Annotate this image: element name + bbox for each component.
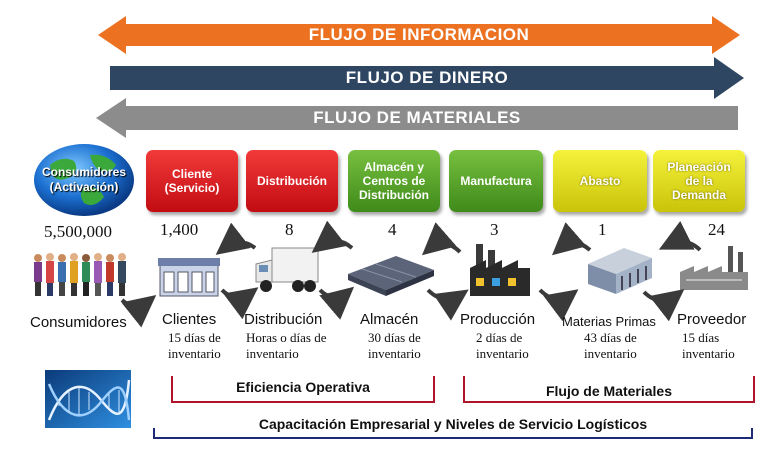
count-almacen: 4 [388, 220, 397, 239]
box-abasto-label: Abasto [579, 174, 621, 188]
box-planeacion: Planeación de la Demanda [653, 150, 745, 212]
supplier-plant-icon [680, 246, 748, 290]
consumers-people-icon [34, 253, 126, 296]
count-distribucion: 8 [285, 220, 294, 239]
training-label: Capacitación Empresarial y Niveles de Se… [258, 416, 648, 432]
count-clientes: 1,400 [160, 220, 199, 239]
detail-distribucion: Horas o días de inventario [246, 330, 327, 361]
factory-icon [470, 244, 530, 296]
detail-almacen: 30 días de inventario [368, 330, 421, 361]
materials-flow-label: FLUJO DE MATERIALES [313, 108, 521, 127]
money-flow-label: FLUJO DE DINERO [345, 68, 509, 87]
detail-proveedor: 15 días inventario [682, 330, 735, 361]
globe-label: Consumidores (Activación) [41, 165, 126, 194]
count-proveedor: 24 [708, 220, 725, 239]
box-planeacion-label: Planeación de la Demanda [667, 160, 731, 202]
money-flow-arrow: FLUJO DE DINERO [110, 57, 744, 99]
stage-consumidores: Consumidores [30, 314, 127, 331]
efficiency-label: Eficiencia Operativa [236, 379, 370, 395]
count-materias: 1 [598, 220, 607, 239]
stage-distribucion: Distribución [244, 311, 323, 328]
box-distribucion-label: Distribución [256, 174, 327, 188]
detail-materias: 43 días de inventario [584, 330, 637, 361]
store-icon [158, 258, 220, 297]
detail-produccion: 2 días de inventario [476, 330, 529, 361]
box-cliente: Cliente (Servicio) [146, 150, 238, 212]
warehouse-icon [348, 256, 434, 296]
box-abasto: Abasto [553, 150, 647, 212]
information-flow-label: FLUJO DE INFORMACION [308, 25, 530, 44]
stage-almacen: Almacén [360, 311, 419, 328]
information-flow-arrow: FLUJO DE INFORMACION [98, 16, 740, 54]
materials-flow-bracket-label: Flujo de Materiales [545, 383, 673, 399]
raw-materials-building-icon [588, 248, 652, 294]
box-distribucion: Distribución [246, 150, 338, 212]
truck-icon [255, 247, 319, 292]
box-manufactura-label: Manufactura [460, 174, 532, 188]
box-cliente-label: Cliente (Servicio) [164, 167, 220, 195]
count-consumidores: 5,500,000 [44, 222, 112, 241]
count-produccion: 3 [490, 220, 499, 239]
stage-produccion: Producción [460, 311, 536, 328]
detail-clientes: 15 días de inventario [168, 330, 221, 361]
box-manufactura: Manufactura [449, 150, 543, 212]
box-almacen: Almacén y Centros de Distribución [348, 150, 440, 212]
box-almacen-label: Almacén y Centros de Distribución [358, 160, 429, 202]
stage-proveedor: Proveedor [677, 311, 747, 328]
globe-icon: Consumidores (Activación) [32, 143, 136, 217]
materials-flow-arrow: FLUJO DE MATERIALES [96, 98, 738, 138]
stage-clientes: Clientes [162, 311, 217, 328]
stage-materias: Materias Primas [562, 314, 656, 329]
dna-image [45, 370, 131, 428]
